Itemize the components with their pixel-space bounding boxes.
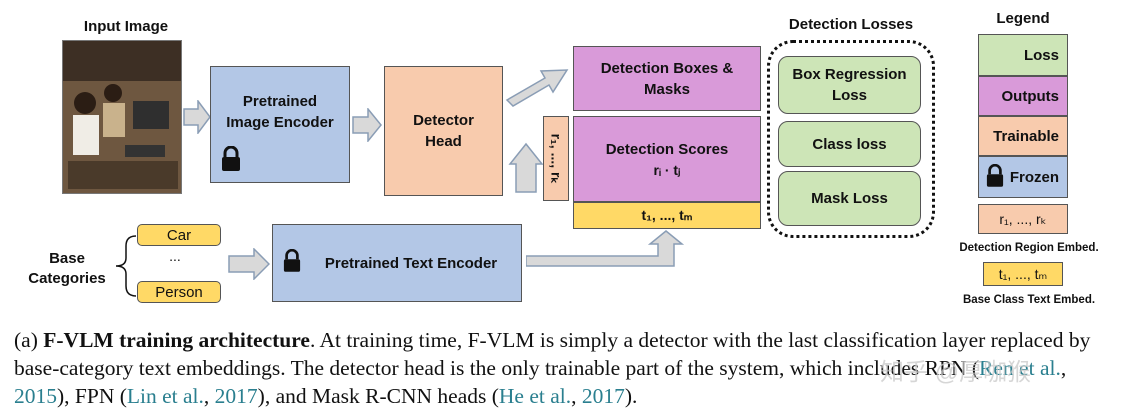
arrow-text-encoder-to-embed	[526, 230, 685, 267]
detection-scores-line2: rᵢ · tⱼ	[653, 162, 681, 178]
mask-loss-label: Mask Loss	[811, 190, 888, 207]
caption-sep2: ,	[203, 384, 215, 408]
detection-boxes-line1: Detection Boxes &	[600, 59, 734, 77]
text-encoder-lock-icon	[283, 249, 301, 272]
legend-region-embed: r₁, ..., rₖ	[978, 204, 1068, 234]
category-person-text: Person	[155, 283, 203, 301]
box-regression-loss-box: Box Regression Loss	[778, 56, 921, 114]
category-car-text: Car	[166, 226, 192, 244]
image-encoder-lock-icon	[222, 146, 240, 171]
arrow-encoder-to-head	[352, 108, 382, 142]
detector-head-box: Detector Head	[384, 66, 503, 196]
category-ellipsis: ...	[169, 248, 181, 264]
legend-text-embed-text: t₁, ..., tₘ	[998, 265, 1048, 282]
region-embed-vertical-text: r₁, ..., rₖ	[548, 133, 565, 184]
detection-scores-box: Detection Scores rᵢ · tⱼ	[573, 116, 761, 202]
legend-region-embed-text: r₁, ..., rₖ	[999, 210, 1047, 227]
legend-item-outputs: Outputs	[978, 76, 1068, 116]
losses-title: Detection Losses	[788, 16, 914, 33]
base-categories-label: Base Categories	[22, 249, 112, 289]
detection-boxes-line2: Masks	[644, 80, 690, 98]
legend-region-embed-caption: Detection Region Embed.	[959, 242, 1099, 254]
citation-he-year-link[interactable]: 2017	[581, 384, 625, 408]
input-image-figure	[63, 41, 181, 193]
caption-sep3: ,	[571, 384, 582, 408]
detector-head-line2: Head	[425, 133, 462, 150]
citation-he-link[interactable]: He et al.	[498, 384, 572, 408]
image-encoder-line2: Image Encoder	[226, 113, 334, 131]
legend-outputs-label: Outputs	[1001, 87, 1060, 105]
arrow-head-to-boxes	[505, 69, 569, 107]
box-regression-line1: Box Regression	[792, 66, 907, 83]
caption-text4: ).	[624, 384, 638, 408]
category-item-person: Person	[137, 281, 221, 303]
legend-item-loss: Loss	[978, 34, 1068, 76]
citation-lin-year-link[interactable]: 2017	[214, 384, 258, 408]
arrow-categories-to-text-encoder	[228, 248, 270, 280]
text-embed-bar-text: t₁, ..., tₘ	[641, 207, 693, 223]
arrow-head-to-region-embed	[508, 142, 544, 193]
legend-title: Legend	[996, 10, 1050, 27]
figure-caption: (a) F-VLM training architecture. At trai…	[14, 326, 1114, 410]
box-regression-line2: Loss	[831, 87, 867, 104]
text-embed-bar: t₁, ..., tₘ	[573, 202, 761, 229]
detection-scores-line1: Detection Scores	[605, 141, 729, 158]
caption-sep1: ,	[1060, 356, 1067, 380]
text-encoder-box: Pretrained Text Encoder	[272, 224, 522, 302]
caption-text3: ), and Mask R-CNN heads (	[257, 384, 499, 408]
caption-title: F-VLM training architecture	[43, 328, 310, 352]
citation-lin-link[interactable]: Lin et al.	[126, 384, 204, 408]
caption-text2: ), FPN (	[57, 384, 127, 408]
citation-ren-year-link[interactable]: 2015	[14, 384, 57, 408]
text-encoder-label: Pretrained Text Encoder	[324, 254, 498, 272]
image-encoder-line1: Pretrained	[242, 92, 318, 110]
legend-lock-icon	[986, 164, 1004, 187]
legend-trainable-label: Trainable	[993, 127, 1059, 145]
legend-text-embed: t₁, ..., tₘ	[983, 262, 1063, 286]
arrow-image-to-encoder	[183, 100, 211, 134]
base-categories-brace	[115, 235, 137, 297]
legend-frozen-label: Frozen	[1009, 168, 1059, 186]
region-embed-vertical: r₁, ..., rₖ	[543, 116, 569, 201]
citation-ren-link[interactable]: Ren et al.	[979, 356, 1061, 380]
input-image-label: Input Image	[83, 18, 169, 35]
detection-boxes-box: Detection Boxes & Masks	[573, 46, 761, 111]
detector-head-line1: Detector	[413, 112, 474, 129]
class-loss-label: Class loss	[812, 135, 887, 153]
legend-loss-label: Loss	[1023, 46, 1059, 64]
class-loss-box: Class loss	[778, 121, 921, 167]
base-categories-line1: Base	[49, 250, 85, 267]
watermark: 知乎 @厚咖猴	[880, 359, 1032, 386]
base-categories-line2: Categories	[28, 270, 106, 287]
losses-container	[767, 40, 935, 238]
category-item-car: Car	[137, 224, 221, 246]
mask-loss-box: Mask Loss	[778, 171, 921, 226]
legend-text-embed-caption: Base Class Text Embed.	[962, 294, 1096, 306]
caption-text1: . At training time, F-VLM is simply a de…	[14, 328, 1091, 380]
caption-prefix: (a)	[14, 328, 44, 352]
input-image	[62, 40, 182, 194]
legend-item-trainable: Trainable	[978, 116, 1068, 156]
